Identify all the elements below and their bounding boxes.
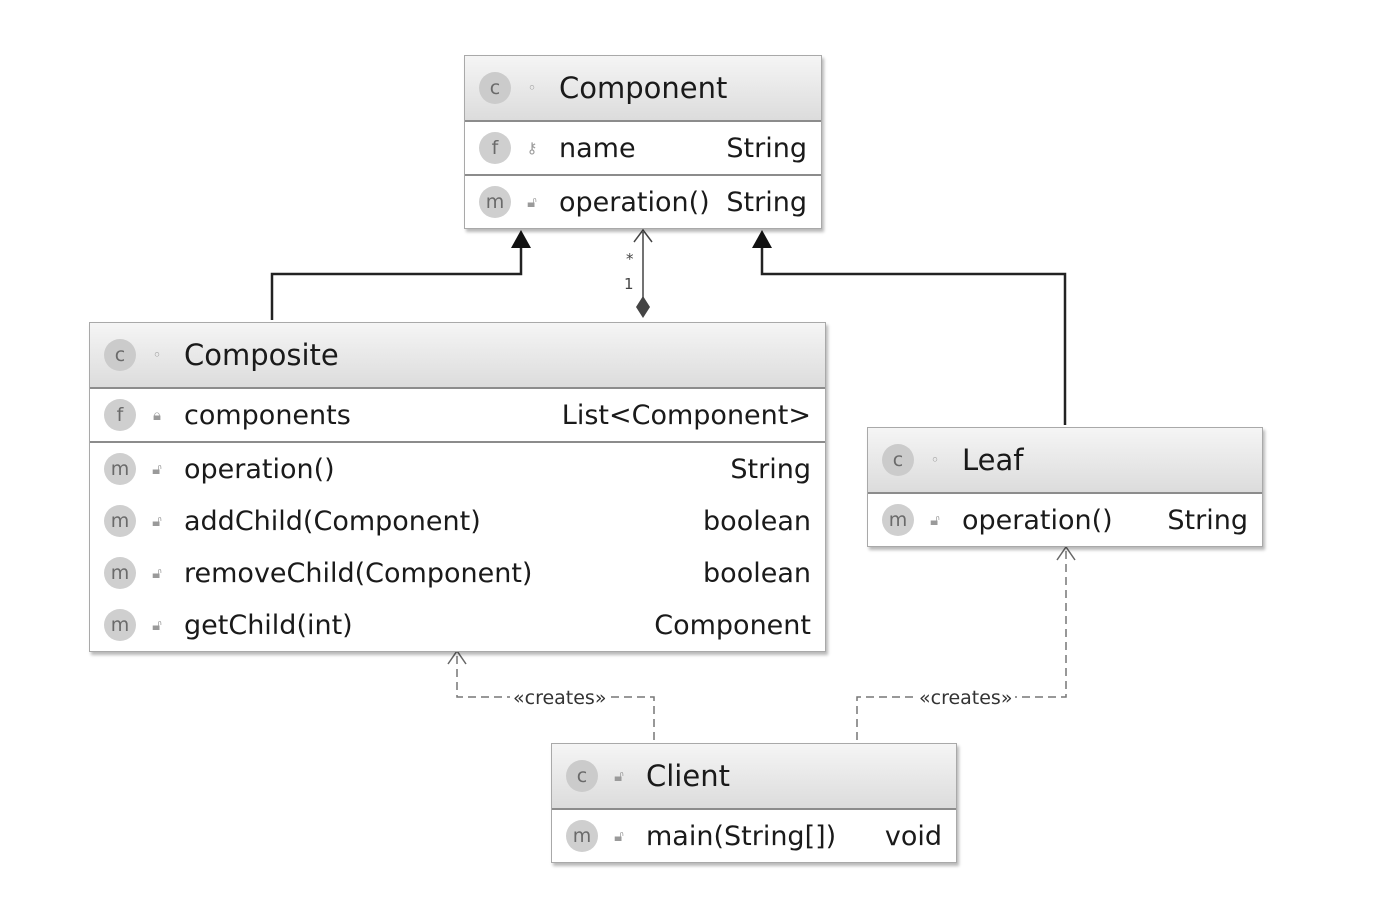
class-composite[interactable]: c ◦ Composite f 🔒︎ components List<Compo… xyxy=(89,322,826,652)
method-type: String xyxy=(730,453,811,485)
method-row[interactable]: m 🔓︎ operation() String xyxy=(868,494,1262,546)
inherit-arrow-leaf xyxy=(752,230,772,248)
private-lock-icon: 🔒︎ xyxy=(153,406,161,424)
class-icon: c xyxy=(104,339,136,371)
class-icon: c xyxy=(479,72,511,104)
public-lock-icon: 🔓︎ xyxy=(152,564,162,582)
methods-section: m 🔓︎ operation() String xyxy=(868,492,1262,546)
class-header: c ◦ Leaf xyxy=(868,428,1262,492)
public-lock-icon: 🔓︎ xyxy=(614,827,624,845)
method-row[interactable]: m 🔓︎ operation() String xyxy=(465,176,821,228)
class-name: Composite xyxy=(184,338,339,372)
method-row[interactable]: m 🔓︎ getChild(int) Component xyxy=(90,599,825,651)
class-name: Component xyxy=(559,71,728,105)
method-type: boolean xyxy=(703,505,811,537)
aggregation-arrowhead xyxy=(633,228,653,243)
method-name: main(String[]) xyxy=(646,820,837,852)
field-type: String xyxy=(726,132,807,164)
method-icon: m xyxy=(479,186,511,218)
class-client[interactable]: c 🔓︎ Client m 🔓︎ main(String[]) void xyxy=(551,743,957,863)
field-row[interactable]: f ⚷ name String xyxy=(465,122,821,174)
method-type: void xyxy=(884,820,942,852)
class-icon: c xyxy=(882,444,914,476)
method-name: operation() xyxy=(962,504,1113,536)
method-name: addChild(Component) xyxy=(184,505,481,537)
field-name: components xyxy=(184,399,351,431)
method-type: boolean xyxy=(703,557,811,589)
public-lock-icon: 🔓︎ xyxy=(152,512,162,530)
method-type: Component xyxy=(654,609,811,641)
public-lock-icon: 🔓︎ xyxy=(614,767,624,785)
creates-label-leaf: «creates» xyxy=(916,688,1016,708)
static-method-icon: m xyxy=(566,820,598,852)
public-lock-icon: 🔓︎ xyxy=(930,511,940,529)
public-lock-icon: 🔓︎ xyxy=(527,193,537,211)
class-icon: c xyxy=(566,760,598,792)
method-name: operation() xyxy=(559,186,710,218)
method-icon: m xyxy=(882,504,914,536)
multiplicity-one: 1 xyxy=(624,275,634,293)
fields-section: f ⚷ name String xyxy=(465,120,821,174)
package-visibility-icon: ◦ xyxy=(527,79,537,97)
inherit-arrow-composite xyxy=(511,230,531,248)
method-row[interactable]: m 🔓︎ main(String[]) void xyxy=(552,810,956,862)
method-icon: m xyxy=(104,453,136,485)
method-name: operation() xyxy=(184,453,335,485)
field-icon: f xyxy=(104,399,136,431)
class-name: Client xyxy=(646,759,730,793)
method-name: getChild(int) xyxy=(184,609,353,641)
field-type: List<Component> xyxy=(561,399,811,431)
class-header: c ◦ Component xyxy=(465,56,821,120)
creates-label-composite: «creates» xyxy=(510,688,610,708)
multiplicity-many: * xyxy=(626,250,634,268)
protected-key-icon: ⚷ xyxy=(526,139,538,157)
methods-section: m 🔓︎ operation() String xyxy=(465,174,821,228)
class-header: c ◦ Composite xyxy=(90,323,825,387)
method-row[interactable]: m 🔓︎ addChild(Component) boolean xyxy=(90,495,825,547)
class-leaf[interactable]: c ◦ Leaf m 🔓︎ operation() String xyxy=(867,427,1263,547)
method-type: String xyxy=(1167,504,1248,536)
package-visibility-icon: ◦ xyxy=(930,451,940,469)
methods-section: m 🔓︎ main(String[]) void xyxy=(552,808,956,862)
method-icon: m xyxy=(104,609,136,641)
public-lock-icon: 🔓︎ xyxy=(152,616,162,634)
method-name: removeChild(Component) xyxy=(184,557,533,589)
method-icon: m xyxy=(104,557,136,589)
method-row[interactable]: m 🔓︎ removeChild(Component) boolean xyxy=(90,547,825,599)
method-type: String xyxy=(726,186,807,218)
method-icon: m xyxy=(104,505,136,537)
public-lock-icon: 🔓︎ xyxy=(152,460,162,478)
inherit-line-leaf xyxy=(760,246,1067,425)
methods-section: m 🔓︎ operation() String m 🔓︎ addChild(Co… xyxy=(90,441,825,651)
class-component[interactable]: c ◦ Component f ⚷ name String m 🔓︎ opera… xyxy=(464,55,822,229)
field-name: name xyxy=(559,132,636,164)
class-name: Leaf xyxy=(962,443,1024,477)
creates-line-composite xyxy=(456,652,655,740)
fields-section: f 🔒︎ components List<Component> xyxy=(90,387,825,441)
aggregation-diamond xyxy=(636,296,650,318)
class-header: c 🔓︎ Client xyxy=(552,744,956,808)
creates-arrow-leaf xyxy=(1056,545,1076,561)
field-row[interactable]: f 🔒︎ components List<Component> xyxy=(90,389,825,441)
package-visibility-icon: ◦ xyxy=(152,346,162,364)
field-icon: f xyxy=(479,132,511,164)
method-row[interactable]: m 🔓︎ operation() String xyxy=(90,443,825,495)
inherit-line-composite xyxy=(270,246,523,320)
creates-line-leaf xyxy=(856,548,1067,740)
